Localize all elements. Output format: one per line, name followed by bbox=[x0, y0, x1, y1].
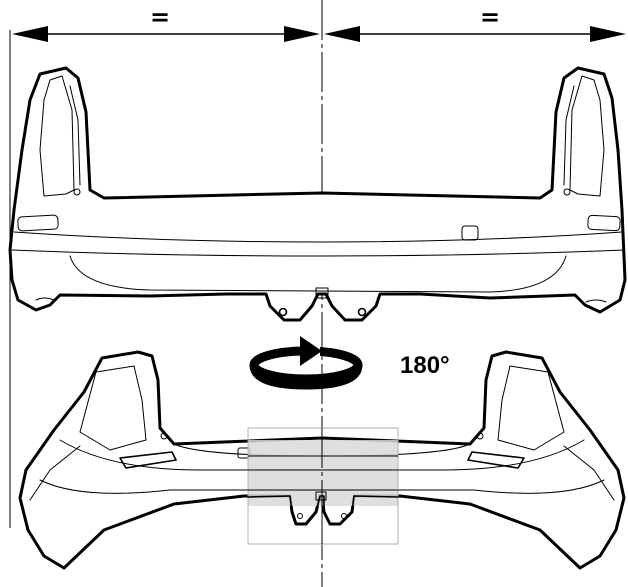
highlight-center-clip bbox=[315, 491, 327, 501]
lower-left-reflector bbox=[119, 451, 177, 469]
lower-left-side-panel bbox=[79, 365, 147, 451]
right-arrowhead-left bbox=[324, 26, 360, 42]
right-equal-label: = bbox=[480, 3, 500, 31]
rotation-label: 180° bbox=[400, 352, 450, 379]
upper-contour-1 bbox=[13, 231, 623, 243]
lower-left-edge-detail bbox=[29, 445, 81, 501]
left-arrowhead-right bbox=[284, 26, 320, 42]
lower-right-side-panel bbox=[497, 365, 565, 451]
upper-right-pillar-inner bbox=[569, 75, 605, 197]
rotation-arrowhead bbox=[300, 336, 322, 366]
upper-center-clip bbox=[315, 287, 329, 299]
upper-right-mount-hole bbox=[357, 307, 367, 317]
upper-contour-2 bbox=[11, 249, 625, 257]
highlight-frame bbox=[247, 427, 399, 545]
upper-left-mount-hole bbox=[278, 307, 288, 317]
upper-right-reflector bbox=[587, 214, 621, 232]
upper-sensor-cutout bbox=[461, 225, 479, 241]
left-equal-label: = bbox=[150, 3, 170, 31]
lower-right-edge-detail bbox=[563, 445, 615, 501]
upper-bumper bbox=[8, 66, 627, 322]
highlight-region bbox=[247, 427, 399, 545]
upper-left-reflector bbox=[17, 214, 59, 232]
dimension-arrows: = = bbox=[12, 3, 626, 42]
upper-left-pillar-inner bbox=[39, 75, 75, 197]
upper-left-small-hole bbox=[73, 188, 81, 196]
rotation-arrow: 180° bbox=[249, 336, 450, 390]
highlight-shaded-area bbox=[248, 440, 398, 506]
lower-left-mount-hole bbox=[297, 513, 303, 519]
upper-bumper-outline bbox=[8, 66, 627, 322]
left-arrowhead-left bbox=[12, 26, 48, 42]
right-arrowhead-right bbox=[590, 26, 626, 42]
upper-left-pillar-detail bbox=[69, 85, 81, 186]
lower-right-reflector bbox=[467, 451, 525, 469]
upper-right-pillar-detail bbox=[563, 85, 575, 186]
rotation-ring-front bbox=[249, 364, 363, 390]
upper-lower-panel bbox=[69, 255, 567, 293]
lower-right-small-hole bbox=[476, 432, 484, 440]
lower-left-small-hole bbox=[160, 432, 168, 440]
lower-right-mount-hole bbox=[341, 513, 347, 519]
upper-right-small-hole bbox=[563, 188, 571, 196]
upper-right-corner-detail bbox=[585, 299, 607, 303]
upper-left-corner-detail bbox=[35, 297, 55, 301]
